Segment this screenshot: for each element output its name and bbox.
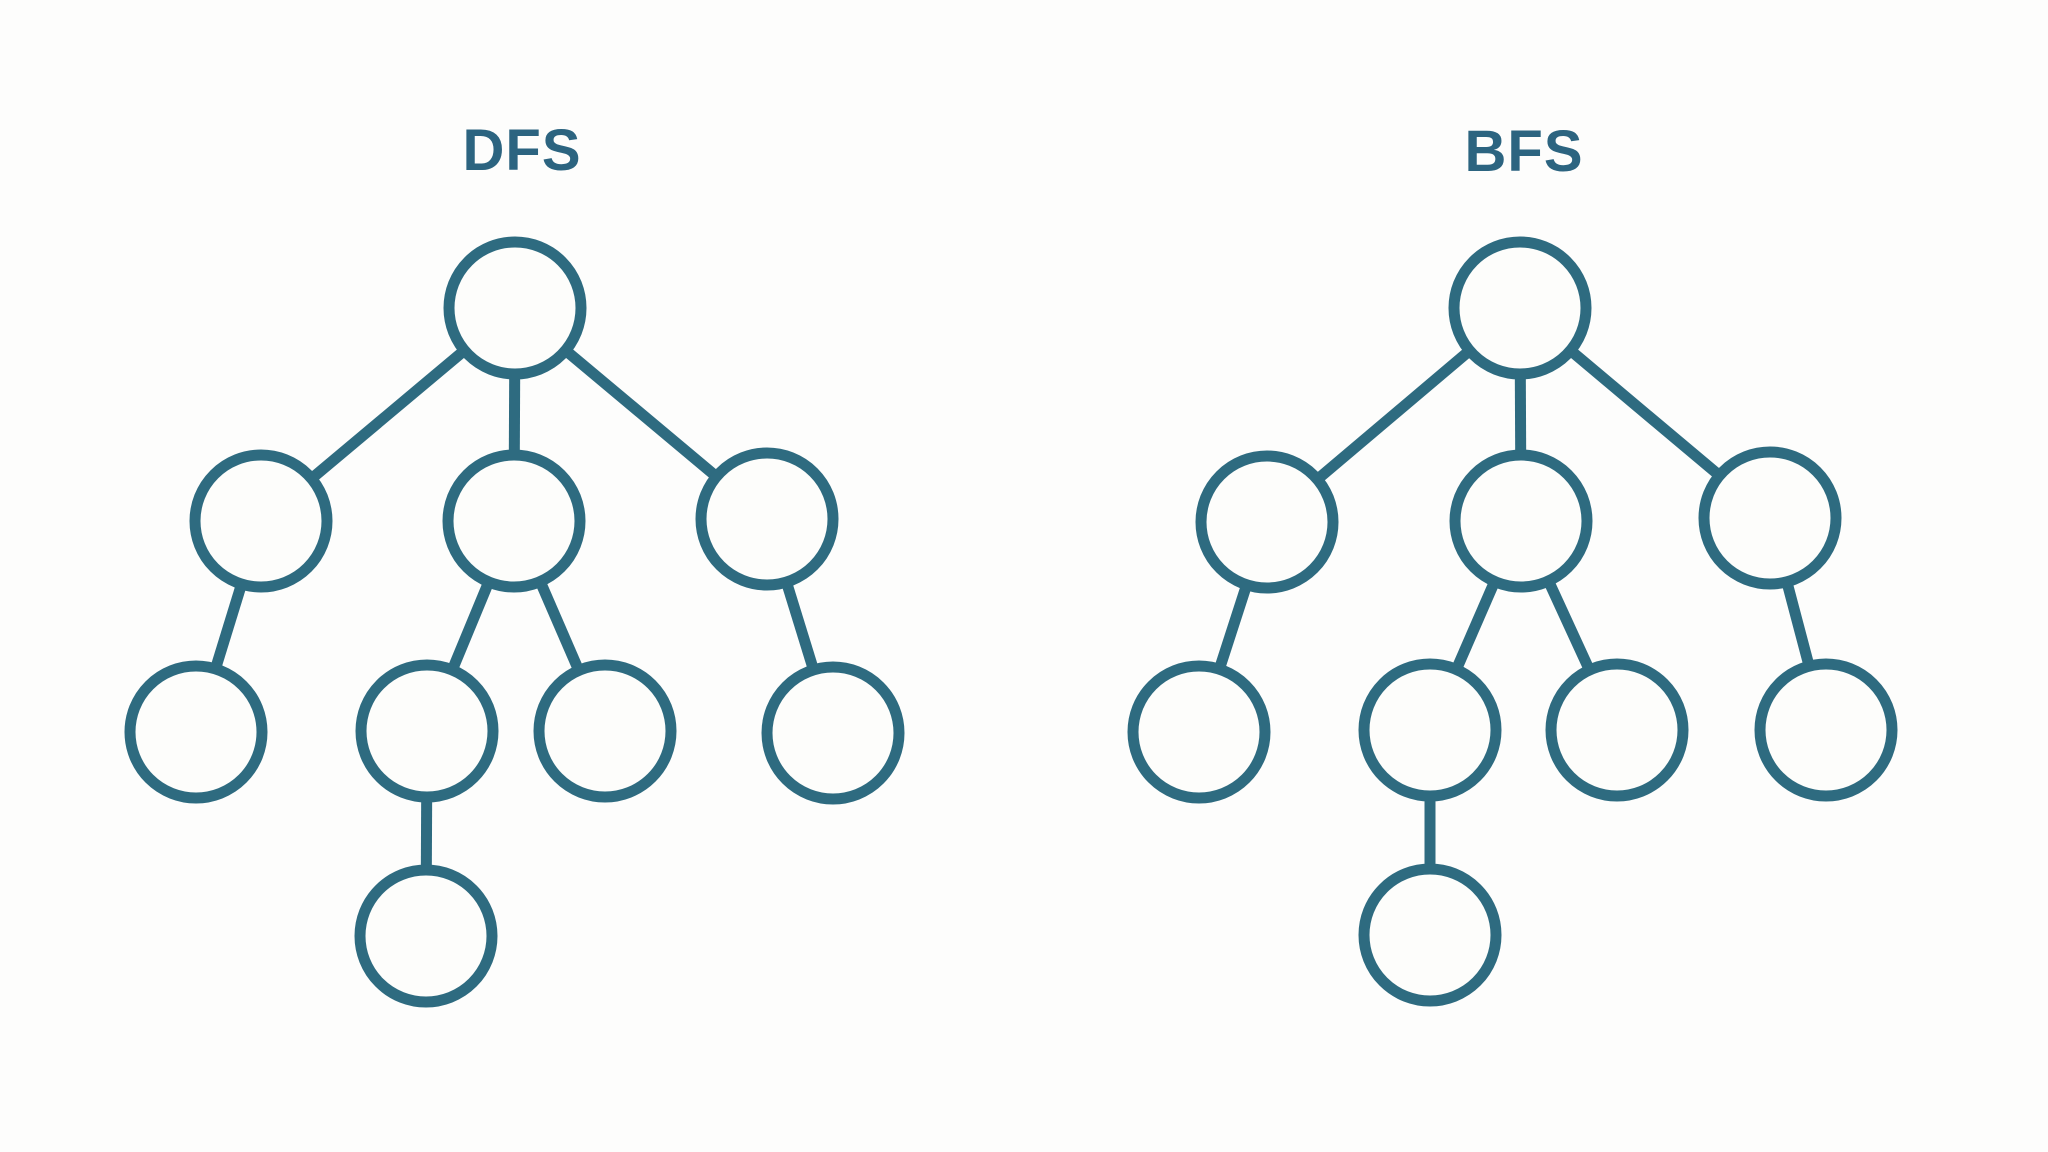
tree-node-root	[1448, 236, 1592, 380]
tree-node-ml	[355, 659, 499, 803]
tree-node-ll	[124, 660, 268, 804]
dfs-tree	[124, 236, 905, 1008]
tree-node-root	[443, 236, 587, 380]
tree-node-ll	[1127, 660, 1271, 804]
tree-node-r	[1698, 446, 1842, 590]
tree-node-mr	[533, 659, 677, 803]
tree-node-m	[442, 449, 586, 593]
tree-node-mlc	[1358, 863, 1502, 1007]
bfs-tree	[1127, 236, 1898, 1007]
tree-node-mr	[1545, 658, 1689, 802]
tree-node-rr	[761, 661, 905, 805]
dfs-title: DFS	[463, 118, 582, 183]
bfs-title: BFS	[1465, 119, 1584, 184]
tree-node-rr	[1754, 658, 1898, 802]
tree-node-mlc	[354, 864, 498, 1008]
tree-node-l	[1195, 450, 1339, 594]
tree-node-r	[695, 447, 839, 591]
tree-node-l	[189, 449, 333, 593]
tree-node-ml	[1358, 658, 1502, 802]
tree-node-m	[1449, 449, 1593, 593]
